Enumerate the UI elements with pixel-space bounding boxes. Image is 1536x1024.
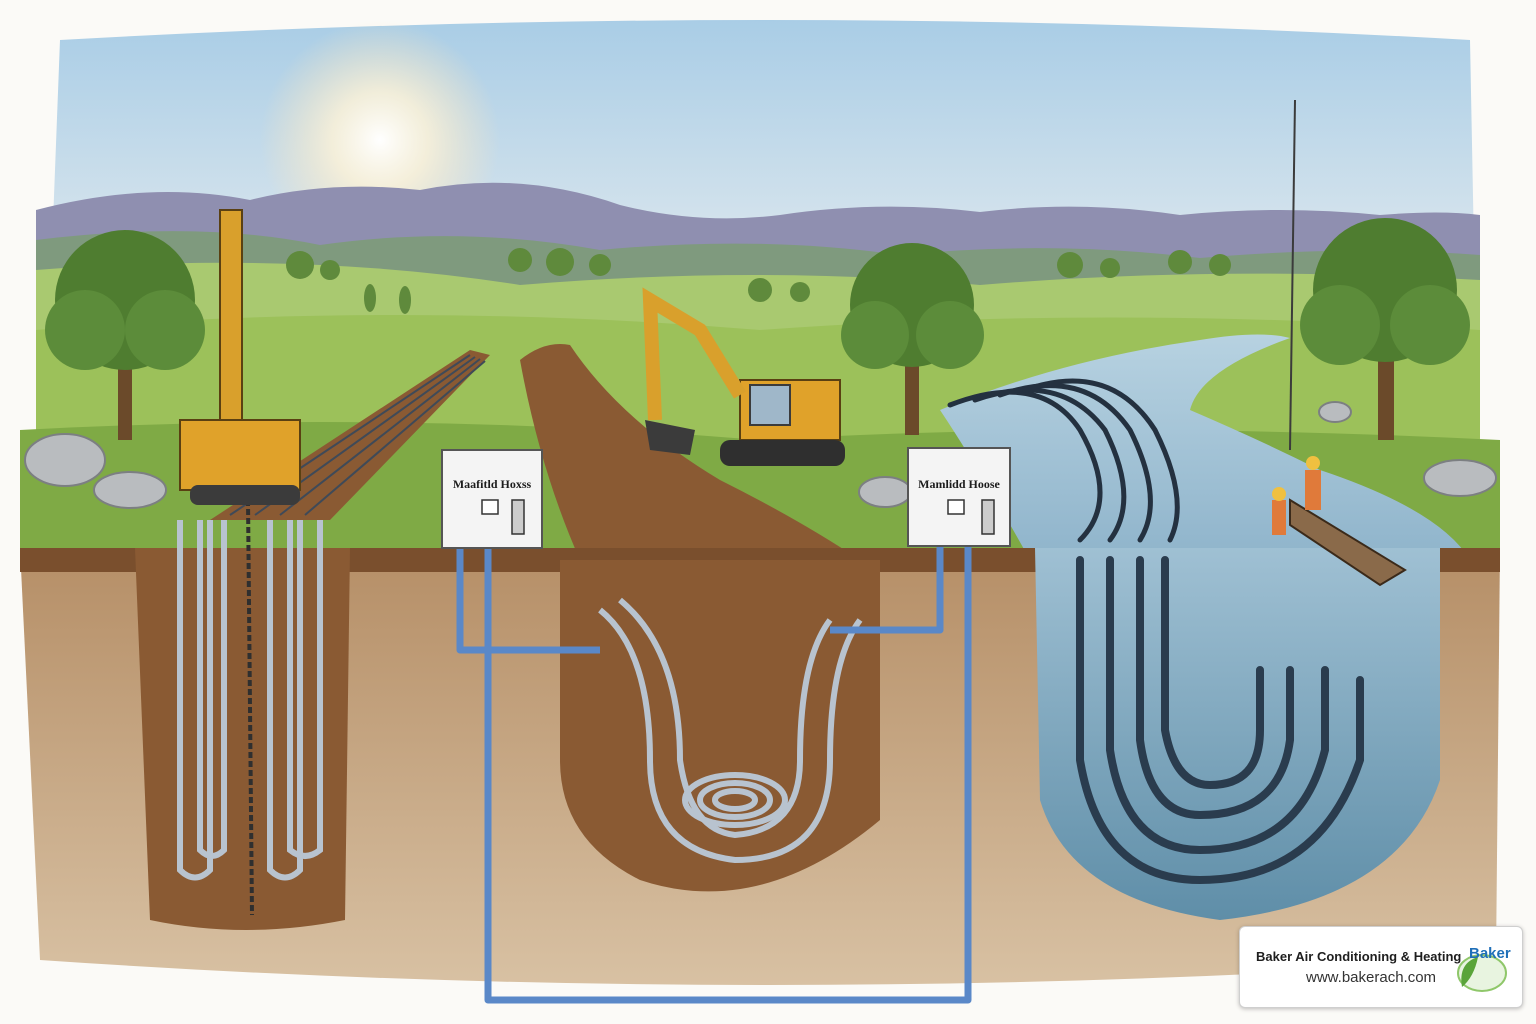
tree-right [1300,218,1470,440]
river [940,334,1470,560]
manifold-right-label: Mamlidd Hoose [918,477,1000,491]
rocks [24,401,1497,509]
surface-trench-center [520,344,860,560]
supply-line [456,510,972,1004]
manifold-house-right: Mamlidd Hoose [907,447,1011,547]
tree-center [841,243,984,435]
slinky-trench-section [560,560,880,892]
brand-logo-text: Baker [1469,945,1511,962]
drill-bore [246,499,254,916]
vertical-bore-section [135,548,350,930]
boat-with-workers [1272,99,1407,587]
brand-url[interactable]: www.bakerach.com [1306,969,1437,986]
vertical-loops [177,520,323,881]
distant-trees [286,248,1231,314]
brand-logo-leaf-icon [1457,954,1507,992]
tree-left [45,230,205,440]
drill-rig [179,209,301,505]
excavator [642,287,845,466]
pond-loops [1076,556,1364,885]
slinky-coils [598,597,863,864]
brand-card: Baker Air Conditioning & Heating www.bak… [1239,926,1523,1008]
manifold-left-label: Maafitld Hoxss [453,477,532,491]
pond-section [1035,548,1440,920]
manifold-house-left: Maafitld Hoxss [441,449,543,549]
brand-name: Baker Air Conditioning & Heating [1256,949,1462,964]
river-pipes [947,378,1180,543]
